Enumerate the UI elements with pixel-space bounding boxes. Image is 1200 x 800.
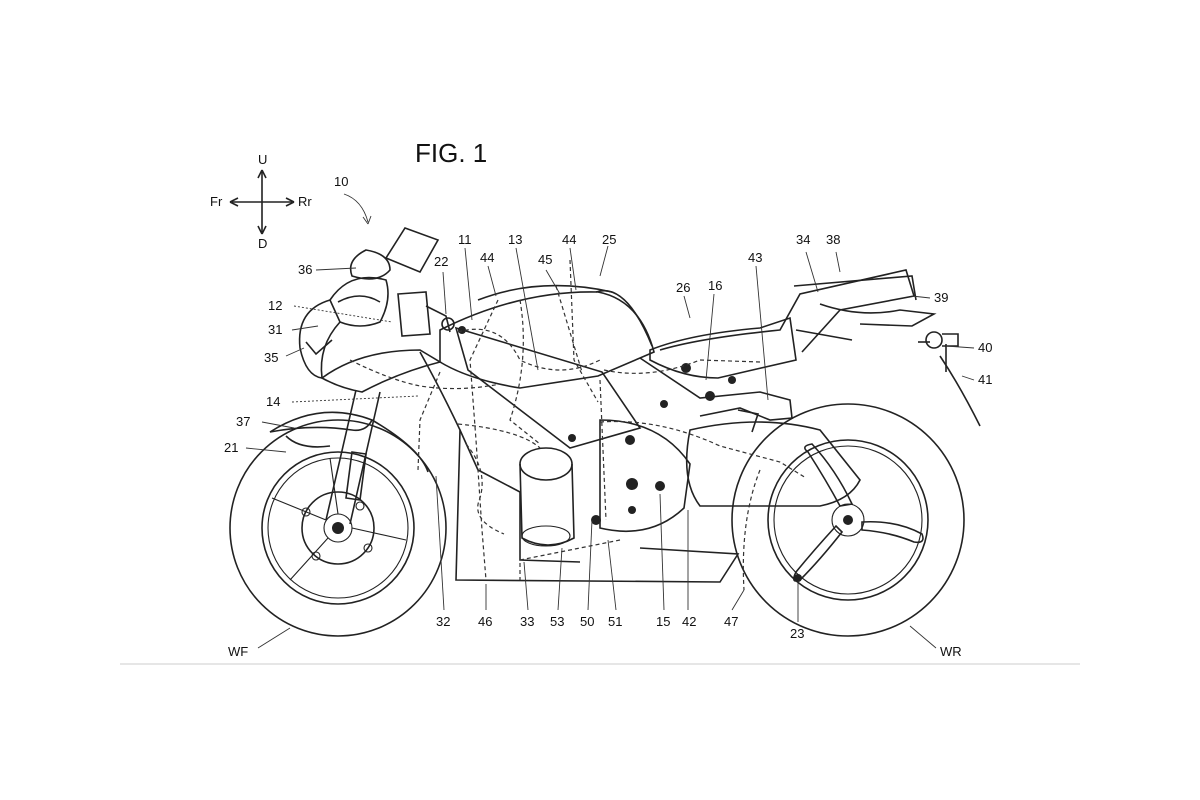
label-23: 23 [790, 626, 804, 641]
label-44a: 44 [480, 250, 494, 265]
label-33: 33 [520, 614, 534, 629]
seat-tail [659, 269, 937, 353]
front-wheel [229, 419, 447, 637]
label-14: 14 [266, 394, 280, 409]
label-22: 22 [434, 254, 448, 269]
label-47: 47 [724, 614, 738, 629]
label-50: 50 [580, 614, 594, 629]
label-42: 42 [682, 614, 696, 629]
label-wr: WR [940, 644, 962, 659]
direction-indicator: U D Fr Rr [210, 152, 312, 251]
label-45: 45 [538, 252, 552, 267]
front-fairing [298, 227, 443, 393]
label-37: 37 [236, 414, 250, 429]
rear-wheel [731, 403, 965, 637]
label-21: 21 [224, 440, 238, 455]
label-11: 11 [458, 232, 472, 247]
dir-up: U [258, 152, 267, 167]
label-25: 25 [602, 232, 616, 247]
label-44b: 44 [562, 232, 576, 247]
vehicle-pointer [343, 193, 372, 225]
label-wf: WF [228, 644, 248, 659]
label-39: 39 [934, 290, 948, 305]
dir-down: D [258, 236, 267, 251]
label-40: 40 [978, 340, 992, 355]
engine-cylinder [519, 447, 575, 547]
label-41: 41 [978, 372, 992, 387]
front-fork [269, 389, 429, 525]
label-13: 13 [508, 232, 522, 247]
label-46: 46 [478, 614, 492, 629]
label-53: 53 [550, 614, 564, 629]
dashed-harness [349, 259, 807, 591]
dir-rear: Rr [298, 194, 312, 209]
label-31: 31 [268, 322, 282, 337]
label-43: 43 [748, 250, 762, 265]
label-26: 26 [676, 280, 690, 295]
leader-lines [245, 245, 975, 649]
label-15: 15 [656, 614, 670, 629]
label-10: 10 [334, 174, 348, 189]
label-32: 32 [436, 614, 450, 629]
label-38: 38 [826, 232, 840, 247]
label-34: 34 [796, 232, 810, 247]
label-16: 16 [708, 278, 722, 293]
dir-front: Fr [210, 194, 223, 209]
label-51: 51 [608, 614, 622, 629]
motorcycle-drawing [120, 227, 1080, 665]
label-35: 35 [264, 350, 278, 365]
reference-labels: 10 36 12 31 35 14 37 21 22 11 44 13 45 4… [224, 174, 992, 659]
figure-title: FIG. 1 [415, 138, 487, 168]
label-12: 12 [268, 298, 282, 313]
label-36: 36 [298, 262, 312, 277]
